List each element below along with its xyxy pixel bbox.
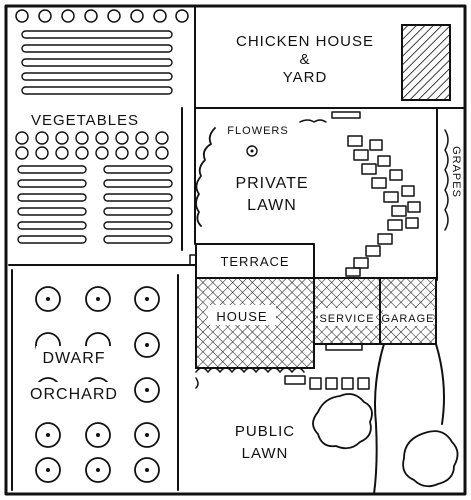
vegetable-beds-top (21, 30, 173, 95)
plot-dividers (8, 6, 466, 491)
driveway (373, 343, 445, 495)
service-label: SERVICE (319, 313, 374, 325)
vegetables-label: VEGETABLES (31, 112, 139, 129)
stepping-stone-path (331, 111, 421, 277)
chicken-house (401, 24, 451, 101)
private-lawn-label: PRIVATE (235, 175, 308, 192)
house-label: HOUSE (216, 309, 267, 324)
front-step (284, 375, 306, 385)
chicken-house-label: CHICKEN HOUSE (236, 33, 374, 50)
terrace-label: TERRACE (220, 254, 289, 269)
flower-border (195, 127, 216, 227)
vegetable-beds-bottom (17, 165, 173, 244)
yard-label: YARD (283, 69, 328, 86)
property-boundary (4, 4, 467, 496)
chicken-house-ampersand: & (299, 51, 310, 68)
flower-bed-icon (246, 145, 258, 157)
private-lawn-label-2: LAWN (247, 197, 297, 214)
flowers-label: FLOWERS (227, 125, 288, 137)
shade-tree-right (402, 430, 459, 488)
grapes-label: GRAPES (450, 146, 462, 198)
garage-label: GARAGE (381, 313, 434, 325)
front-stepping-stones (309, 377, 370, 390)
chicken-house-area: CHICKEN HOUSE & YARD (236, 24, 451, 101)
top-hedge (15, 9, 189, 23)
vegetable-cabbages (15, 131, 169, 160)
orchard-tree-trunks (46, 297, 149, 472)
dwarf-orchard-label: DWARF (42, 350, 105, 367)
foundation-shrubs (195, 367, 305, 389)
public-lawn-label: PUBLIC (235, 423, 295, 440)
dwarf-orchard-label-2: ORCHARD (30, 386, 118, 403)
public-lawn-label-2: LAWN (242, 445, 289, 462)
shade-tree-left (312, 393, 373, 450)
